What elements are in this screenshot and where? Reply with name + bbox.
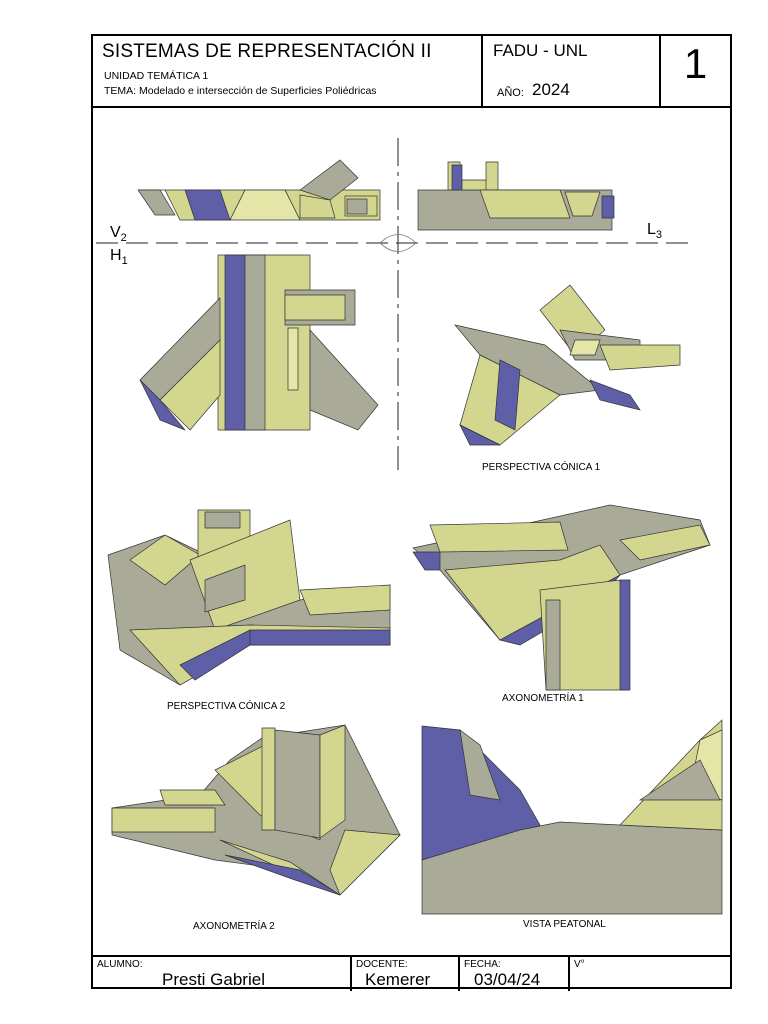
view-axonometria-2 bbox=[111, 724, 401, 896]
view-vista-peatonal bbox=[421, 719, 723, 915]
student-cell: ALUMNO: Presti Gabriel bbox=[93, 957, 352, 991]
caption-perspectiva-conica-2: PERSPECTIVA CÓNICA 2 bbox=[167, 701, 286, 712]
approval-cell: V° bbox=[570, 957, 728, 991]
title-block: SISTEMAS DE REPRESENTACIÓN II UNIDAD TEM… bbox=[93, 36, 730, 108]
student-name: Presti Gabriel bbox=[162, 970, 265, 989]
teacher-label: DOCENTE: bbox=[356, 959, 408, 970]
label-h1: H1 bbox=[110, 247, 128, 268]
teacher-name: Kemerer bbox=[365, 970, 431, 989]
date-cell: FECHA: 03/04/24 bbox=[460, 957, 570, 991]
topic-label: TEMA: Modelado e intersección de Superfi… bbox=[104, 85, 377, 97]
arc-construction bbox=[379, 234, 417, 252]
course-title: SISTEMAS DE REPRESENTACIÓN II bbox=[102, 41, 432, 62]
approval-label: V° bbox=[574, 959, 585, 970]
view-axonometria-1 bbox=[412, 504, 711, 691]
title-cell: SISTEMAS DE REPRESENTACIÓN II UNIDAD TEM… bbox=[93, 36, 483, 106]
view-perspectiva-conica-2 bbox=[107, 509, 391, 686]
institution: FADU - UNL bbox=[493, 41, 588, 60]
institution-cell: FADU - UNL AÑO: 2024 bbox=[483, 36, 661, 106]
label-v2: V2 bbox=[110, 224, 127, 245]
year-label: AÑO: bbox=[497, 87, 524, 99]
teacher-cell: DOCENTE: Kemerer bbox=[352, 957, 460, 991]
front-elevation bbox=[137, 159, 381, 221]
caption-axonometria-1: AXONOMETRÍA 1 bbox=[502, 693, 584, 704]
label-l3: L3 bbox=[647, 221, 663, 242]
year-value: 2024 bbox=[532, 80, 570, 99]
footer-block: ALUMNO: Presti Gabriel DOCENTE: Kemerer … bbox=[93, 955, 730, 991]
drawing-sheet: SISTEMAS DE REPRESENTACIÓN II UNIDAD TEM… bbox=[91, 34, 732, 991]
view-perspectiva-conica-1 bbox=[454, 284, 681, 446]
caption-perspectiva-conica-1: PERSPECTIVA CÓNICA 1 bbox=[482, 462, 601, 473]
side-elevation bbox=[417, 161, 615, 231]
sheet-number-cell: 1 bbox=[661, 36, 730, 106]
sheet-number: 1 bbox=[683, 40, 708, 87]
caption-axonometria-2: AXONOMETRÍA 2 bbox=[193, 921, 275, 932]
caption-vista-peatonal: VISTA PEATONAL bbox=[523, 919, 606, 930]
date-label: FECHA: bbox=[464, 959, 501, 970]
plan-view bbox=[139, 254, 379, 431]
student-label: ALUMNO: bbox=[97, 959, 143, 970]
date-value: 03/04/24 bbox=[474, 970, 541, 989]
unit-label: UNIDAD TEMÁTICA 1 bbox=[104, 70, 209, 82]
